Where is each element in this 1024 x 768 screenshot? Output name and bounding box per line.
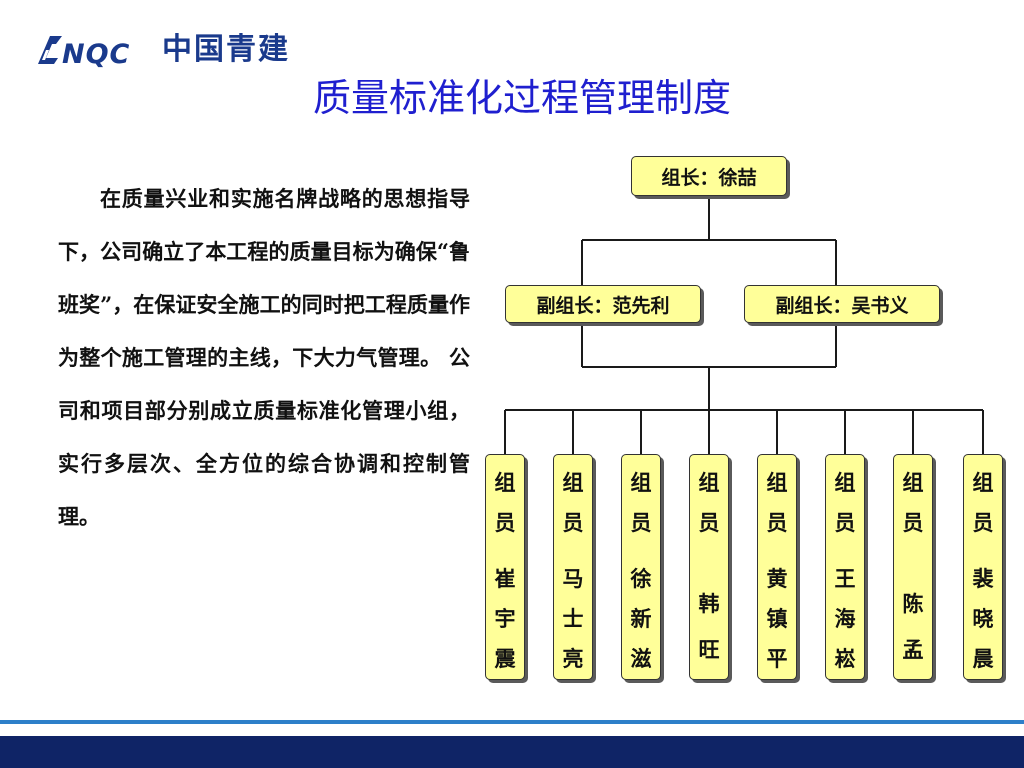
org-member-role-char: 组 [972, 470, 994, 495]
org-member-role-char: 员 [834, 510, 856, 535]
cnqc-logo-mark: NQC [38, 36, 130, 70]
org-member-name: 马士亮 [554, 559, 592, 679]
org-member-name: 陈孟 [894, 581, 932, 673]
org-member-name-char: 晓 [972, 606, 994, 631]
org-member-name-char: 晨 [972, 646, 994, 671]
org-member-name-char: 孟 [902, 637, 924, 662]
org-member-role-char: 组 [630, 470, 652, 495]
org-member-name: 黄镇平 [758, 559, 796, 679]
org-member-role-char: 员 [766, 510, 788, 535]
org-member-role-char: 员 [698, 510, 720, 535]
org-member-name-char: 滋 [630, 646, 652, 671]
footer-bar [0, 736, 1024, 768]
org-member-role: 组员 [631, 463, 652, 543]
org-member-box: 组员陈孟 [893, 454, 933, 680]
org-member-name-char: 海 [834, 606, 856, 631]
org-member-role: 组员 [767, 463, 788, 543]
org-member-name-char: 震 [494, 646, 516, 671]
org-deputy-label: 副组长：吴书义 [775, 294, 909, 317]
org-leader-label: 组长：徐喆 [661, 166, 757, 189]
org-member-role: 组员 [495, 463, 516, 543]
company-logo: NQC 中国青建 [36, 30, 290, 70]
org-deputy-box-2: 副组长：吴书义 [744, 285, 940, 323]
org-member-role-char: 员 [562, 510, 584, 535]
org-member-role: 组员 [835, 463, 856, 543]
org-member-role-char: 员 [902, 510, 924, 535]
org-member-name: 韩旺 [690, 581, 728, 673]
svg-text:NQC: NQC [62, 39, 130, 70]
org-member-name: 徐新滋 [622, 559, 660, 679]
org-member-role: 组员 [699, 463, 720, 543]
org-member-role-char: 组 [698, 470, 720, 495]
org-member-box: 组员黄镇平 [757, 454, 797, 680]
org-member-role-char: 组 [766, 470, 788, 495]
org-member-role-char: 员 [494, 510, 516, 535]
org-member-role-char: 员 [972, 510, 994, 535]
org-member-name-char: 韩 [698, 591, 720, 616]
org-leader-box: 组长：徐喆 [631, 156, 787, 196]
org-member-name-char: 崔 [494, 566, 516, 591]
org-member-name-char: 陈 [902, 591, 924, 616]
org-member-role: 组员 [973, 463, 994, 543]
org-member-box: 组员徐新滋 [621, 454, 661, 680]
org-member-name-char: 黄 [766, 566, 788, 591]
org-member-role: 组员 [563, 463, 584, 543]
org-deputy-label: 副组长：范先利 [536, 294, 670, 317]
org-member-box: 组员王海崧 [825, 454, 865, 680]
org-member-box: 组员韩旺 [689, 454, 729, 680]
org-deputy-box-1: 副组长：范先利 [505, 285, 701, 323]
org-member-role-char: 组 [834, 470, 856, 495]
org-member-name-char: 王 [834, 566, 856, 591]
footer-accent-line [0, 720, 1024, 724]
org-member-name-char: 镇 [766, 606, 788, 631]
org-member-name-char: 宇 [494, 606, 516, 631]
org-member-box: 组员裴晓晨 [963, 454, 1003, 680]
org-member-name: 王海崧 [826, 559, 864, 679]
org-member-name-char: 裴 [972, 566, 994, 591]
org-member-role-char: 员 [630, 510, 652, 535]
org-member-role-char: 组 [494, 470, 516, 495]
org-member-name-char: 亮 [562, 646, 584, 671]
org-member-name-char: 马 [562, 566, 584, 591]
org-member-role-char: 组 [902, 470, 924, 495]
org-member-role: 组员 [903, 463, 924, 543]
org-member-name: 崔宇震 [486, 559, 524, 679]
org-member-name-char: 平 [766, 646, 788, 671]
org-member-name-char: 徐 [630, 566, 652, 591]
org-member-name-char: 崧 [834, 646, 856, 671]
org-member-name-char: 士 [562, 606, 584, 631]
org-member-name: 裴晓晨 [964, 559, 1002, 679]
page-title: 质量标准化过程管理制度 [312, 76, 731, 120]
org-member-name-char: 新 [630, 606, 652, 631]
org-member-box: 组员马士亮 [553, 454, 593, 680]
body-paragraph: 在质量兴业和实施名牌战略的思想指导下，公司确立了本工程的质量目标为确保“鲁班奖”… [58, 186, 470, 529]
org-member-role-char: 组 [562, 470, 584, 495]
org-member-box: 组员崔宇震 [485, 454, 525, 680]
org-member-name-char: 旺 [698, 637, 720, 662]
logo-company-name: 中国青建 [162, 32, 290, 67]
